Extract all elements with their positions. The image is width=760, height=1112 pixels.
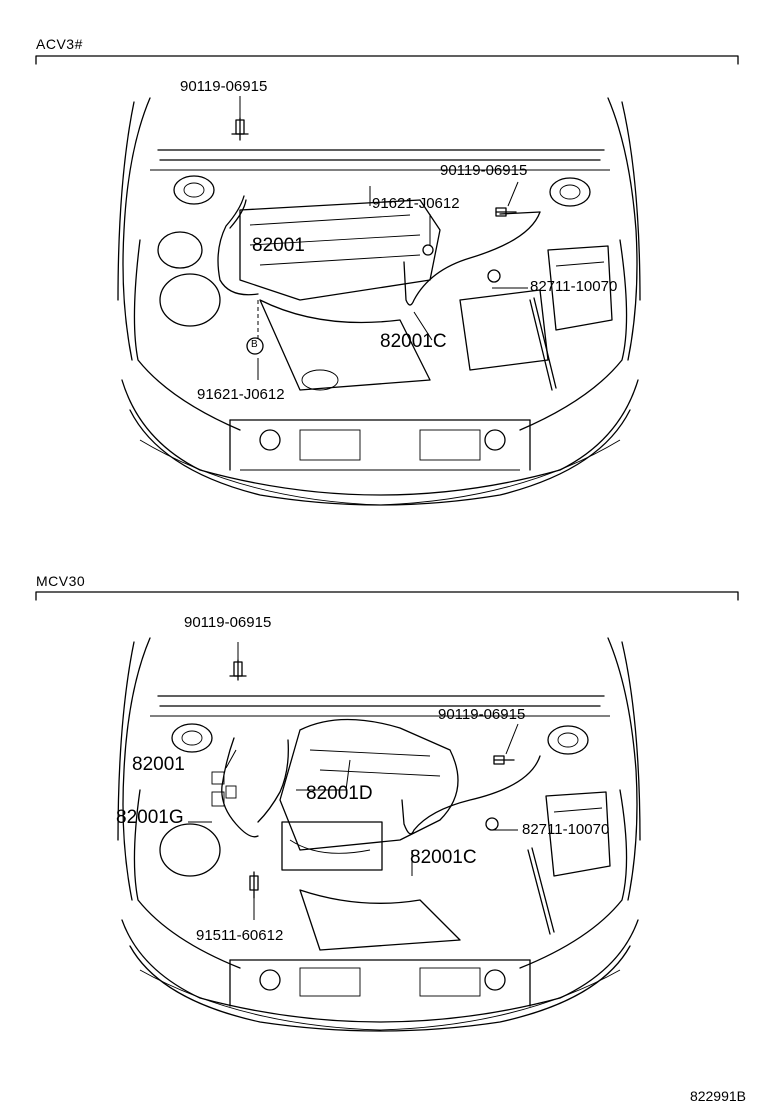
engine-bay-drawing-mcv30 xyxy=(35,591,739,1032)
section-header-mcv30: MCV30 xyxy=(36,573,86,589)
catalog-number: 822991B xyxy=(689,1088,746,1104)
label-acv3-callout-b: B xyxy=(251,339,258,350)
label-mcv30-harness-c: 82001C xyxy=(410,847,477,868)
label-mcv30-clamp-right: 82711-10070 xyxy=(522,821,610,838)
section-header-acv3: ACV3# xyxy=(36,36,83,52)
label-acv3-harness-c: 82001C xyxy=(380,331,447,352)
label-mcv30-bolt-right: 90119-06915 xyxy=(438,706,526,723)
label-mcv30-harness-d: 82001D xyxy=(306,783,373,804)
engine-bay-drawing-acv3 xyxy=(35,55,739,506)
label-mcv30-harness-main: 82001 xyxy=(132,754,185,775)
label-mcv30-bolt-bottom: 91511-60612 xyxy=(196,927,284,944)
label-mcv30-harness-g: 82001G xyxy=(116,807,184,828)
label-acv3-bolt-right: 90119-06915 xyxy=(440,162,528,179)
label-acv3-wire-bottom: 91621-J0612 xyxy=(197,386,285,403)
label-acv3-clamp-right: 82711-10070 xyxy=(530,278,618,295)
label-acv3-harness-main: 82001 xyxy=(252,235,305,256)
label-acv3-bolt-top: 90119-06915 xyxy=(180,78,268,95)
label-mcv30-bolt-top: 90119-06915 xyxy=(184,614,272,631)
label-acv3-wire-small: 91621-J0612 xyxy=(372,195,460,212)
